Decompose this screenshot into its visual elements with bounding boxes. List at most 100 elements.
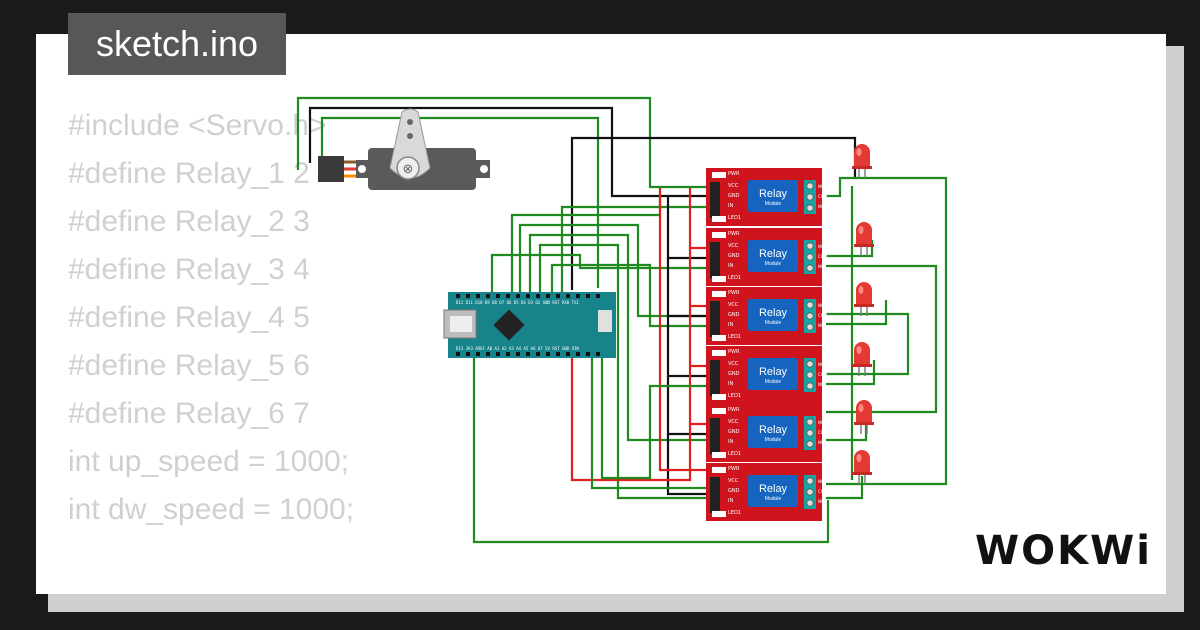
relay-pwr-led xyxy=(712,408,726,414)
file-title-tab: sketch.ino xyxy=(68,13,286,75)
relay-contact-label: NC xyxy=(818,382,824,387)
relay-pwr-led xyxy=(712,232,726,238)
led[interactable] xyxy=(854,400,874,434)
relay-terminal-screw xyxy=(806,418,814,426)
relay-pin-label: GND xyxy=(728,371,740,377)
relay-label: Relay xyxy=(759,307,788,319)
servo-motor[interactable]: ⊗ xyxy=(318,108,490,190)
arduino-nano[interactable]: D12 D11 D10 D9 D8 D7 D6 D5 D4 D3 D2 GND … xyxy=(443,292,616,358)
relay-pin-label: PWR xyxy=(728,171,740,177)
servo-screw-icon: ⊗ xyxy=(403,162,414,177)
led-highlight xyxy=(856,148,862,156)
relay-label: Relay xyxy=(759,188,788,200)
led-rim xyxy=(854,422,874,425)
relay-contact-label: COM xyxy=(818,313,828,318)
relay-terminal-screw xyxy=(806,429,814,437)
code-line: #define Relay_2 3 xyxy=(68,205,310,238)
relay-pin-label: PWR xyxy=(728,466,740,472)
relay-terminal-screw xyxy=(806,253,814,261)
relay-status-led xyxy=(712,276,726,282)
led-body xyxy=(856,282,872,306)
relay-sublabel: Module xyxy=(765,261,782,267)
relay-contact-label: NO xyxy=(818,184,824,189)
relay-contact-label: NC xyxy=(818,440,824,445)
relay-pin-label: IN xyxy=(728,381,733,387)
led-rim xyxy=(852,364,872,367)
relay-pin-label: GND xyxy=(728,253,740,259)
relay-contact-label: COM xyxy=(818,489,828,494)
relay-pin-label: LED1 xyxy=(728,275,741,281)
relay-terminal-screw xyxy=(806,323,814,331)
relay-contact-label: NC xyxy=(818,323,824,328)
led[interactable] xyxy=(852,342,872,376)
relay-pin-label: IN xyxy=(728,203,733,209)
relay-pin-header xyxy=(710,477,720,513)
relay-terminal-screw xyxy=(806,301,814,309)
led-column xyxy=(852,144,874,484)
led[interactable] xyxy=(854,222,874,256)
code-line: #include <Servo.h> xyxy=(68,109,327,142)
usb-port-inner xyxy=(450,316,472,332)
relay-pin-label: PWR xyxy=(728,407,740,413)
led-highlight xyxy=(858,226,864,234)
code-line: #define Relay_4 5 xyxy=(68,301,310,334)
relay-pin-label: GND xyxy=(728,429,740,435)
relay-pin-label: LED1 xyxy=(728,393,741,399)
relay-coil xyxy=(748,475,798,507)
relay-contact-label: COM xyxy=(818,194,828,199)
relay-pin-label: VCC xyxy=(728,419,739,425)
relay-pin-label: VCC xyxy=(728,183,739,189)
code-preview: #include <Servo.h>#define Relay_1 2#defi… xyxy=(68,102,354,534)
relay-pin-label: LED1 xyxy=(728,334,741,340)
relay-terminal-screw xyxy=(806,360,814,368)
code-line: #define Relay_6 7 xyxy=(68,397,310,430)
relay-pin-label: VCC xyxy=(728,243,739,249)
relay-pwr-led xyxy=(712,350,726,356)
bottom-pin-labels: D13 3V3 AREF A0 A1 A2 A3 A4 A5 A6 A7 5V … xyxy=(456,346,579,351)
relay-coil xyxy=(748,416,798,448)
led[interactable] xyxy=(854,282,874,316)
top-pin-labels: D12 D11 D10 D9 D8 D7 D6 D5 D4 D3 D2 GND … xyxy=(456,300,579,305)
relay-pin-label: VCC xyxy=(728,361,739,367)
led[interactable] xyxy=(852,450,872,484)
code-line: #define Relay_3 4 xyxy=(68,253,310,286)
relay-contact-label: COM xyxy=(818,254,828,259)
relay-coil xyxy=(748,180,798,212)
led-highlight xyxy=(858,404,864,412)
relay-pin-label: IN xyxy=(728,498,733,504)
led-rim xyxy=(854,304,874,307)
led-rim xyxy=(852,472,872,475)
relay-status-led xyxy=(712,452,726,458)
led-body xyxy=(854,342,870,366)
relay-label: Relay xyxy=(759,366,788,378)
icsp-header xyxy=(598,310,612,332)
relay-coil xyxy=(748,240,798,272)
relay-terminal-screw xyxy=(806,488,814,496)
relay-terminal-screw xyxy=(806,382,814,390)
relay-pin-label: LED1 xyxy=(728,215,741,221)
servo-mount-hole xyxy=(480,165,488,173)
led-highlight xyxy=(856,454,862,462)
relay-contact-label: NO xyxy=(818,479,824,484)
relay-pin-header xyxy=(710,301,720,337)
relay-label: Relay xyxy=(759,483,788,495)
mcu-chip xyxy=(493,309,525,341)
wokwi-logo: WOKWi xyxy=(975,528,1152,574)
wires xyxy=(296,96,948,544)
code-line: int up_speed = 1000; xyxy=(68,445,350,478)
relay-pin-label: VCC xyxy=(728,478,739,484)
led[interactable] xyxy=(852,144,872,178)
relay-pin-header xyxy=(710,418,720,454)
relay-label: Relay xyxy=(759,248,788,260)
relay-label: Relay xyxy=(759,424,788,436)
servo-mount-hole xyxy=(358,165,366,173)
relay-sublabel: Module xyxy=(765,201,782,207)
relay-terminal-screw xyxy=(806,312,814,320)
